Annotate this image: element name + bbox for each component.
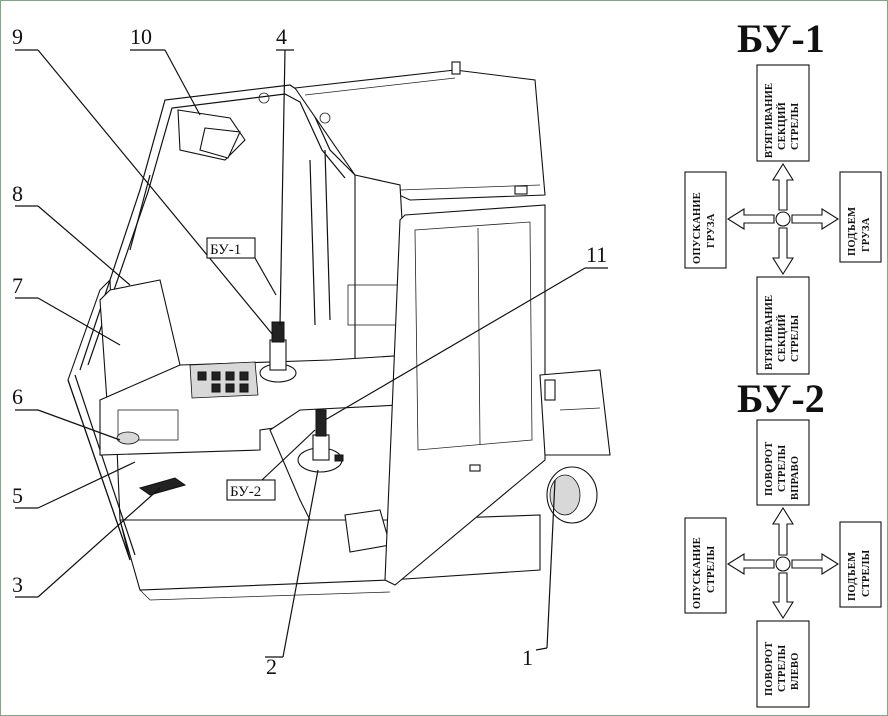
bu1-box-right: [839, 171, 882, 263]
bu2-right-line1: ПОДЪЕМ: [847, 552, 858, 601]
bu1-top-line1: ВТЯГИВАНИЕ: [764, 83, 775, 158]
callout-2: 2: [266, 654, 277, 679]
bu2-box-bottom: [756, 620, 810, 708]
bu2-top-line2: СТРЕЛЫ: [777, 444, 788, 492]
bu1-box-bottom: [756, 276, 810, 375]
bu2-bottom-line3: ВЛЕВО: [790, 652, 801, 690]
callout-6: 6: [12, 384, 23, 409]
callout-11: 11: [586, 242, 607, 267]
callout-5: 5: [12, 483, 23, 508]
bu1-top-line2: СЕКЦИЙ: [776, 102, 788, 150]
tag-bu2-frame: [226, 479, 276, 501]
bu1-arrow-right: [791, 208, 840, 230]
bu2-arrow-left: [726, 553, 775, 575]
bu2-box-left: [684, 517, 727, 614]
bu2-arrow-right: [791, 553, 840, 575]
callout-7: 7: [12, 273, 23, 298]
tag-bu1-frame: [206, 237, 256, 259]
bu2-scheme: БУ-2 ПОВОРОТ СТРЕЛЫ ВПРАВО ПОВОРОТ СТРЕЛ…: [684, 376, 882, 708]
callout-3: 3: [12, 572, 23, 597]
callout-4: 4: [276, 24, 287, 49]
bu1-right-line2: ГРУЗА: [861, 217, 872, 252]
tag-bu2: БУ-2: [230, 484, 261, 500]
bu2-top-line1: ПОВОРОТ: [764, 442, 775, 496]
callout-1: 1: [522, 645, 533, 670]
bu1-arrow-left: [726, 208, 775, 230]
bu2-right-line2: СТРЕЛЫ: [861, 549, 872, 597]
bu2-bottom-line2: СТРЕЛЫ: [777, 644, 788, 692]
bu2-title: БУ-2: [737, 376, 825, 421]
bu1-left-line2: ГРУЗА: [706, 213, 717, 248]
control-unit-tags: БУ-1 БУ-2: [206, 237, 276, 501]
bu1-box-left: [684, 171, 727, 269]
bu2-left-line2: СТРЕЛЫ: [706, 545, 717, 593]
bu1-box-top: [756, 64, 810, 162]
bu2-box-right: [839, 521, 882, 608]
callout-10: 10: [130, 24, 152, 49]
bu2-box-top: [756, 419, 810, 506]
bu1-scheme: БУ-1 ВТЯГИВАНИЕ СЕКЦИЙ СТРЕЛЫ ВТЯГИВАНИЕ…: [684, 16, 882, 375]
bu2-top-line3: ВПРАВО: [790, 456, 801, 500]
bu1-center-circle: [775, 211, 791, 227]
bu2-center-circle: [775, 556, 791, 572]
callout-numbers: 1 2 3 5 6 7 8 9 10 4 11: [12, 24, 607, 679]
bu2-arrow-down: [772, 572, 794, 620]
bu1-arrow-up: [772, 162, 794, 211]
bu1-bottom-line1: ВТЯГИВАНИЕ: [764, 295, 775, 370]
tag-bu1: БУ-1: [210, 242, 241, 258]
bu1-right-line1: ПОДЪЕМ: [847, 207, 858, 256]
bu2-arrow-up: [772, 506, 794, 556]
bu1-top-line3: СТРЕЛЫ: [790, 102, 801, 150]
callout-8: 8: [12, 181, 23, 206]
leader-lines: [15, 49, 608, 658]
bu2-bottom-line1: ПОВОРОТ: [764, 642, 775, 696]
bu1-bottom-line3: СТРЕЛЫ: [790, 314, 801, 362]
bu2-left-line1: ОПУСКАНИЕ: [692, 537, 703, 609]
crane-cabin-drawing: [67, 61, 611, 601]
bu1-arrow-down: [772, 227, 794, 276]
bu1-left-line1: ОПУСКАНИЕ: [692, 192, 703, 264]
callout-9: 9: [12, 24, 23, 49]
bu1-bottom-line2: СЕКЦИЙ: [776, 314, 788, 362]
bu1-title: БУ-1: [737, 16, 825, 61]
